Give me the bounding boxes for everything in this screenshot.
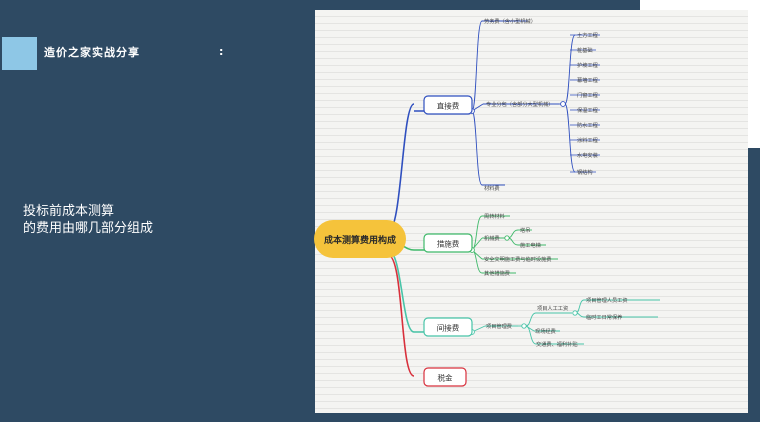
measure-label: 措施费 [437, 239, 460, 249]
sub-item: 保温工程 [577, 106, 598, 114]
slide-title: 造价之家实战分享 [44, 46, 140, 59]
sub-item: 护坡工程 [577, 61, 598, 69]
subcontract-leaf-lines [570, 34, 600, 173]
tax-node [423, 367, 467, 387]
root-label: 成本测算费用构成 [324, 234, 396, 246]
direct-material-label: 材料费 [484, 184, 500, 192]
direct-labor-label: 劳务费（含小型机械） [484, 17, 536, 25]
mgmt-label: 项目管理费 [486, 322, 512, 330]
direct-node [423, 95, 473, 115]
measure-node [423, 233, 473, 253]
sub-item: 桩基础 [577, 46, 593, 54]
mgmt-item: 交通费、福利补贴 [536, 340, 578, 348]
direct-label: 直接费 [437, 101, 460, 111]
mgmt-item: 现场经费 [535, 327, 556, 335]
indirect-node [423, 317, 473, 337]
indirect-label: 间接费 [437, 323, 460, 333]
sub-item: 门窗工程 [577, 91, 598, 99]
measure-item: 安全文明施工费与临时设施费 [484, 255, 551, 263]
sub-item: 幕墙工程 [577, 76, 598, 84]
machine-item: 塔吊 [520, 226, 530, 234]
sub-item: 土方工程 [577, 31, 598, 39]
machine-item: 施工电梯 [520, 241, 541, 249]
question-line-2: 的费用由哪几部分组成 [23, 221, 154, 236]
wage-item: 临时工日常保养 [586, 313, 622, 321]
direct-subcontract-label: 专业分包（含部分大型机械） [486, 100, 553, 108]
question-line-1: 投标前成本测算 [23, 204, 115, 219]
tax-label: 税金 [438, 373, 453, 383]
root-node [314, 220, 406, 258]
sub-item: 涂料工程 [577, 136, 598, 144]
direct-branch-lines [387, 103, 472, 233]
wage-item: 项目管理人员工资 [586, 296, 628, 304]
title-colon: : [219, 45, 224, 58]
slide-question: 投标前成本测算 的费用由哪几部分组成 [23, 203, 153, 237]
title-accent-block [2, 37, 37, 70]
sub-item: 钢结构 [577, 168, 593, 176]
sub-item: 防水工程 [577, 121, 598, 129]
sub-item: 水电安装 [577, 151, 598, 159]
measure-item: 其他措施费 [484, 269, 510, 277]
measure-item: 周转材料 [484, 212, 505, 220]
mgmt-item: 项目人工工资 [537, 304, 568, 312]
measure-item: 机械费 [484, 234, 500, 242]
mindmap-panel [315, 10, 748, 413]
